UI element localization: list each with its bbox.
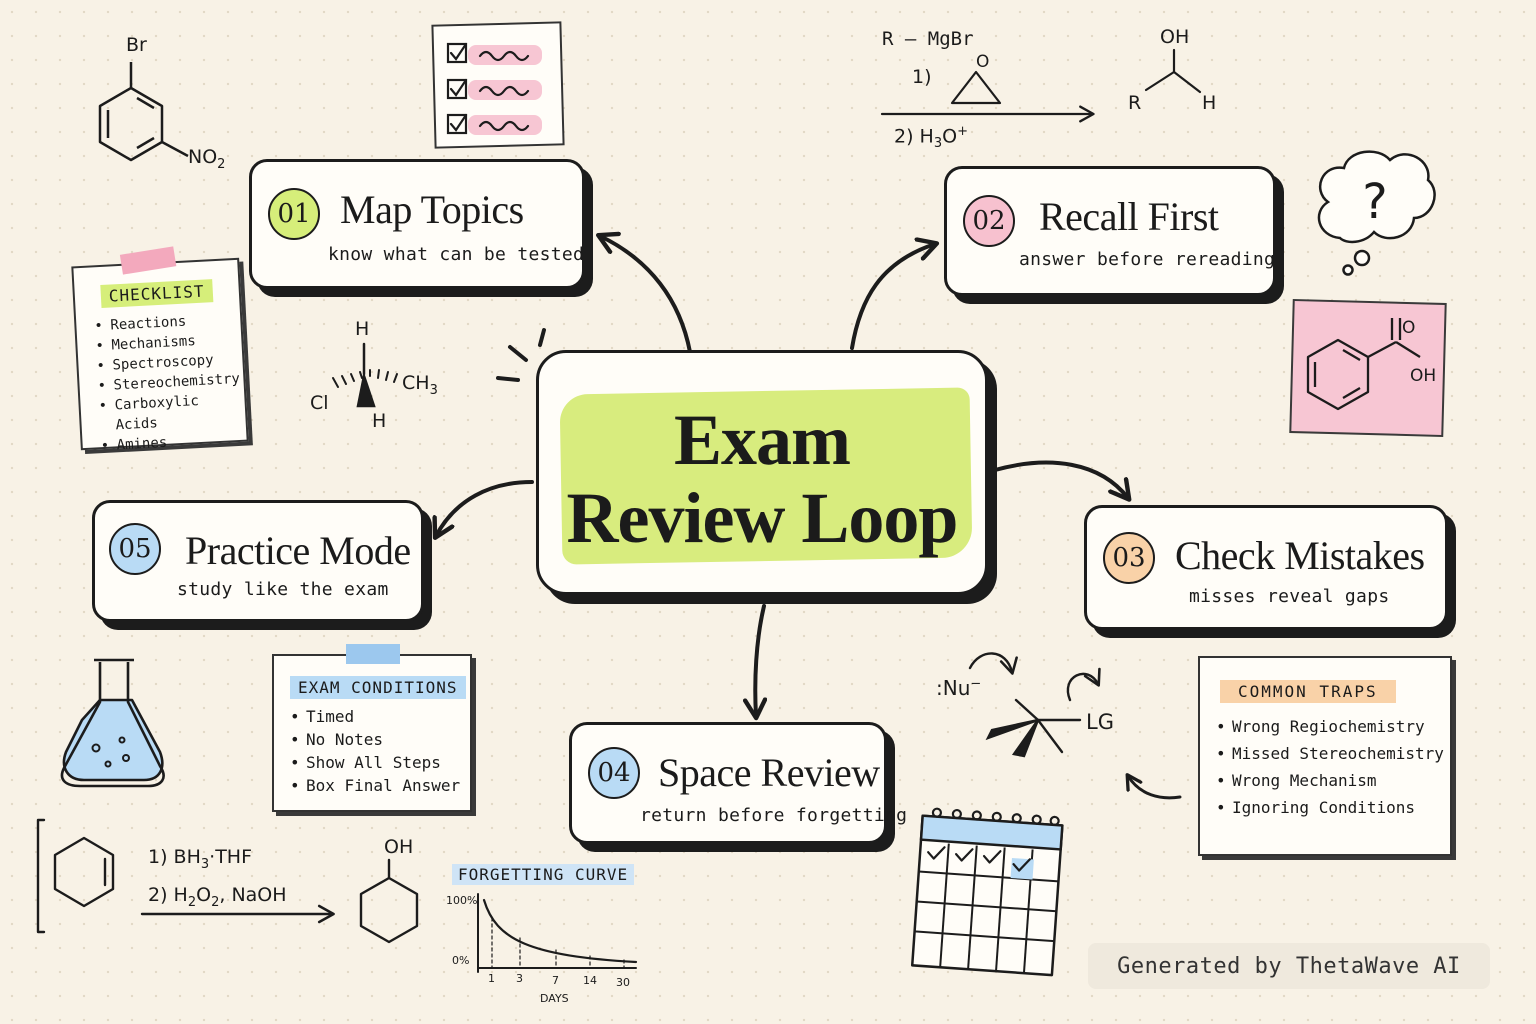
step-number-badge: 01 [268,188,320,240]
checklist-note: CHECKLIST Reactions Mechanisms Spectrosc… [71,246,249,453]
card-title: Map Topics [340,187,524,232]
hydroboration-scheme [36,818,419,944]
exam-conditions-title: EXAM CONDITIONS [290,676,466,699]
forgetting-curve-chart [477,893,638,973]
list-item: Ignoring Conditions [1216,794,1450,821]
watermark: Generated by ThetaWave AI [1088,943,1490,989]
card-title: Recall First [1039,194,1219,239]
todo-checkboxes-sketch [431,21,565,149]
stereo-h-bottom-label: H [372,410,387,432]
list-item: Show All Steps [290,751,470,774]
step-number-badge: 02 [963,195,1015,247]
list-item: Wrong Mechanism [1216,767,1450,794]
hydroboration-oh-label: OH [384,836,414,858]
step-number-badge: 05 [109,523,161,575]
x-axis-label: DAYS [540,992,569,1005]
benzoic-o-label: O [1402,318,1416,338]
grignard-reagent-label: R – MgBr [882,28,974,50]
common-traps-items: Wrong Regiochemistry Missed Stereochemis… [1200,703,1450,821]
arrow-traps-to-mechanism [1128,776,1182,800]
step-number-badge: 04 [588,747,640,799]
forgetting-curve-title: FORGETTING CURVE [452,864,635,885]
exam-conditions-note: EXAM CONDITIONS Timed No Notes Show All … [272,644,472,812]
grignard-step2-label: 2) H3O+ [894,124,968,152]
list-item: Missed Stereochemistry [1216,740,1450,767]
bromo-label: Br [126,34,147,56]
list-item: Timed [290,705,470,728]
tape-decoration [346,644,400,664]
exam-conditions-items: Timed No Notes Show All Steps Box Final … [274,699,470,797]
list-item: No Notes [290,728,470,751]
x-tick-label: 1 [488,972,495,985]
arrow-to-map-topics [600,236,692,354]
card-subtitle: answer before rereading [1019,249,1276,270]
epoxide-oxygen-label: O [976,52,990,72]
list-item: Box Final Answer [290,774,470,797]
x-tick-label: 14 [583,974,597,987]
card-subtitle: study like the exam [177,579,389,600]
checklist-items: Reactions Mechanisms Spectroscopy Stereo… [76,301,248,457]
hydroboration-step2-label: 2) H2O2, NaOH [148,884,287,910]
y-label-bottom: 0% [452,954,470,967]
x-tick-label: 7 [552,974,559,987]
card-subtitle: return before forgetting [640,805,908,826]
card-map-topics[interactable]: 01 Map Topics know what can be tested [249,159,585,289]
stereo-h-top-label: H [355,318,370,340]
nucleophile-label: :Nu− [936,676,982,700]
x-tick-label: 30 [616,976,630,989]
benzoic-oh-label: OH [1410,366,1437,386]
y-label-top: 100% [446,894,478,907]
leaving-group-label: LG [1086,710,1114,734]
central-title-line1: Exam [674,400,851,480]
nitro-label: NO2 [188,146,226,172]
alcohol-r-label: R [1128,92,1142,114]
calendar-icon [910,807,1064,977]
bromonitrobenzene-structure [98,62,189,162]
card-check-mistakes[interactable]: 03 Check Mistakes misses reveal gaps [1084,505,1448,630]
central-node-exam-review-loop[interactable]: Exam Review Loop [536,350,988,595]
flask-icon [60,658,165,788]
stereo-cl-label: Cl [310,392,329,414]
list-item: Wrong Regiochemistry [1216,713,1450,740]
common-traps-note: COMMON TRAPS Wrong Regiochemistry Missed… [1198,656,1452,856]
grignard-step1-label: 1) [912,66,932,88]
stereo-ch3-label: CH3 [402,372,438,398]
arrow-to-practice-mode [436,480,534,536]
card-title: Space Review [658,750,880,795]
card-recall-first[interactable]: 02 Recall First answer before rereading [944,166,1276,296]
card-subtitle: misses reveal gaps [1189,586,1390,607]
arrow-to-recall-first [850,244,935,350]
card-subtitle: know what can be tested [328,244,585,265]
arrow-to-check-mistakes [993,460,1128,498]
common-traps-title: COMMON TRAPS [1220,680,1396,703]
central-title-line2: Review Loop [566,478,959,558]
card-title: Practice Mode [185,528,411,573]
step-number-badge: 03 [1103,532,1155,584]
sn2-mechanism-sketch [968,652,1101,758]
alcohol-h-label: H [1202,92,1217,114]
hydroboration-step1-label: 1) BH3·THF [148,846,253,872]
alcohol-oh-label: OH [1160,26,1190,48]
card-title: Check Mistakes [1175,533,1425,578]
stereocenter-structure [332,342,398,408]
card-space-review[interactable]: 04 Space Review return before forgetting [569,722,907,844]
arrow-to-space-review [755,604,764,716]
svg-text:?: ? [1362,174,1387,230]
card-practice-mode[interactable]: 05 Practice Mode study like the exam [92,500,424,622]
x-tick-label: 3 [516,972,523,985]
question-thought-bubble: ? [1317,150,1436,276]
